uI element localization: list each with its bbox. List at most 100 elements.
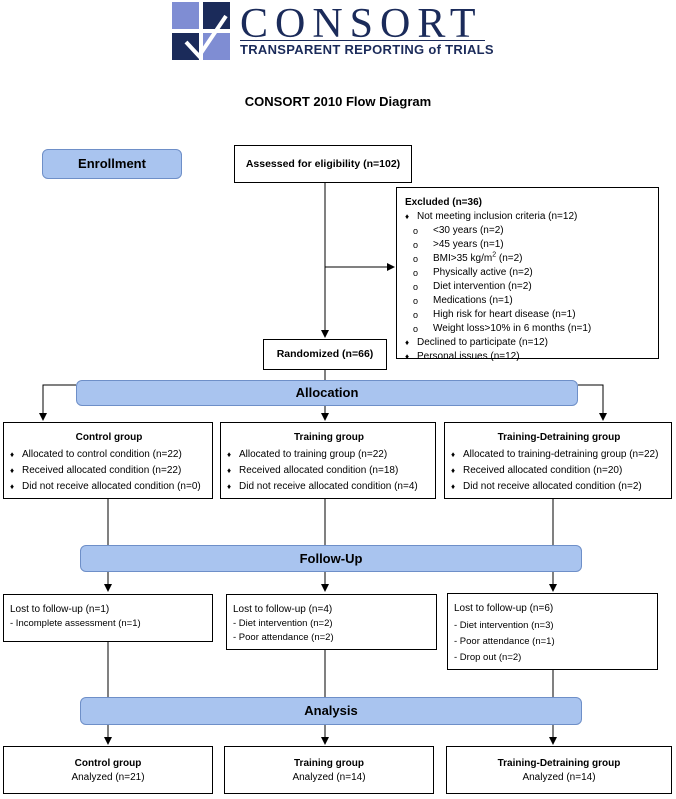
diamond-icon: ♦ [451, 482, 456, 491]
stage-enrollment: Enrollment [42, 149, 182, 179]
excluded-reason-text: Weight loss>10% in 6 months (n=1) [433, 323, 592, 334]
circle-icon: o [413, 268, 419, 278]
followup-item: - Incomplete assessment (n=1) [10, 618, 141, 629]
excluded-reason: o High risk for heart disease (n=1) [405, 308, 650, 322]
allocation-control-box: Control group ♦ Allocated to control cond… [3, 422, 213, 499]
excluded-personal-text: Personal issues (n=12) [417, 351, 520, 362]
stage-enrollment-label: Enrollment [78, 156, 146, 171]
diamond-icon: ♦ [405, 212, 410, 221]
diamond-icon: ♦ [10, 466, 15, 475]
diamond-icon: ♦ [10, 450, 15, 459]
followup-detraining-box: Lost to follow-up (n=6) - Diet intervent… [447, 593, 658, 670]
excluded-reason-text: Diet intervention (n=2) [433, 281, 532, 292]
allocation-item-text: Did not receive allocated condition (n=4… [239, 481, 418, 492]
stage-analysis-label: Analysis [304, 703, 358, 718]
analysis-detraining-box: Training-Detraining group Analyzed (n=14… [446, 746, 672, 794]
analysis-detraining-analyzed: Analyzed (n=14) [522, 772, 596, 783]
followup-control-title: Lost to follow-up (n=1) [10, 604, 110, 615]
followup-item: - Poor attendance (n=1) [454, 636, 555, 647]
circle-icon: o [413, 254, 419, 264]
excluded-criteria-text: Not meeting inclusion criteria (n=12) [417, 211, 578, 222]
analysis-control-box: Control group Analyzed (n=21) [3, 746, 213, 794]
diamond-icon: ♦ [451, 466, 456, 475]
excluded-reason-text: <30 years (n=2) [433, 225, 504, 236]
allocation-training-box: Training group ♦Allocated to training gr… [220, 422, 436, 499]
analysis-training-analyzed: Analyzed (n=14) [292, 772, 366, 783]
assessed-box: Assessed for eligibility (n=102) [234, 145, 412, 183]
excluded-reason-text: High risk for heart disease (n=1) [433, 309, 576, 320]
stage-followup: Follow-Up [80, 545, 582, 572]
assessed-text: Assessed for eligibility (n=102) [245, 158, 401, 170]
allocation-item: ♦ Received allocated condition (n=22) [10, 464, 208, 478]
followup-item: - Drop out (n=2) [454, 652, 522, 663]
allocation-item-text: Allocated to training group (n=22) [239, 449, 388, 460]
excluded-reason: o Physically active (n=2) [405, 266, 650, 280]
excluded-reason: o Medications (n=1) [405, 294, 650, 308]
arrow-to-detraining [578, 384, 607, 421]
arrow-to-control [39, 384, 76, 421]
diamond-icon: ♦ [451, 450, 456, 459]
followup-training-box: Lost to follow-up (n=4) - Diet intervent… [226, 594, 437, 650]
circle-icon: o [413, 324, 419, 334]
circle-icon: o [413, 240, 419, 250]
excluded-box: Excluded (n=36) ♦Not meeting inclusion c… [396, 187, 659, 362]
allocation-control-title: Control group [75, 432, 143, 443]
allocation-item-text: Allocated to training-detraining group (… [463, 449, 659, 460]
stage-followup-label: Follow-Up [299, 551, 363, 566]
circle-icon: o [413, 226, 419, 236]
followup-item: - Diet intervention (n=2) [233, 618, 333, 629]
excluded-reason-text: >45 years (n=1) [433, 239, 504, 250]
randomized-text: Randomized (n=66) [276, 348, 374, 360]
stage-analysis: Analysis [80, 697, 582, 725]
randomized-box: Randomized (n=66) [263, 339, 387, 370]
logo-subtitle: TRANSPARENT REPORTING of TRIALS [240, 42, 494, 57]
allocation-item-text: Did not receive allocated condition (n=0… [22, 481, 201, 492]
allocation-item: ♦ Allocated to training-detraining group … [451, 448, 667, 462]
excluded-personal: ♦ Personal issues (n=12) [405, 350, 650, 364]
followup-item: - Poor attendance (n=2) [233, 632, 334, 643]
stage-allocation-label: Allocation [295, 385, 359, 400]
allocation-item: ♦ Did not receive allocated condition (n=… [451, 480, 667, 494]
allocation-detraining-box: Training-Detraining group ♦ Allocated to … [444, 422, 672, 499]
allocation-detraining-title: Training-Detraining group [497, 432, 621, 443]
circle-icon: o [413, 296, 419, 306]
excluded-reason: o <30 years (n=2) [405, 224, 650, 238]
analysis-detraining-title: Training-Detraining group [497, 758, 621, 769]
excluded-declined-text: Declined to participate (n=12) [417, 337, 548, 348]
followup-detraining-title: Lost to follow-up (n=6) [454, 603, 554, 614]
diamond-icon: ♦ [227, 482, 232, 491]
allocation-item: ♦ Received allocated condition (n=18) [227, 464, 431, 478]
diamond-icon: ♦ [227, 466, 232, 475]
stage-allocation: Allocation [76, 380, 578, 406]
allocation-item-text: Allocated to control condition (n=22) [22, 449, 182, 460]
followup-control-box: Lost to follow-up (n=1) - Incomplete ass… [3, 594, 213, 642]
logo-mark-icon [172, 2, 230, 60]
allocation-item-text: Received allocated condition (n=18) [239, 465, 399, 476]
allocation-item: ♦ Received allocated condition (n=20) [451, 464, 667, 478]
diamond-icon: ♦ [405, 338, 410, 347]
excluded-criteria: ♦ Not meeting inclusion criteria (n=12) [405, 210, 650, 224]
excluded-reason: o Weight loss>10% in 6 months (n=1) [405, 322, 650, 336]
diamond-icon: ♦ [405, 352, 410, 361]
analysis-training-box: Training group Analyzed (n=14) [224, 746, 434, 794]
bmi-superscript: 2 [492, 251, 497, 259]
followup-training-title: Lost to follow-up (n=4) [233, 604, 333, 615]
allocation-item-text: Received allocated condition (n=22) [22, 465, 182, 476]
allocation-item-text: Received allocated condition (n=20) [463, 465, 623, 476]
allocation-item: ♦ Did not receive allocated condition (n=… [10, 480, 208, 494]
excluded-reason-text: Medications (n=1) [433, 295, 513, 306]
allocation-item: ♦ Allocated to training group (n=22) [227, 448, 431, 462]
followup-item: - Diet intervention (n=3) [454, 620, 554, 631]
allocation-item-text: Did not receive allocated condition (n=2… [463, 481, 642, 492]
diamond-icon: ♦ [227, 450, 232, 459]
bmi-suffix: (n=2) [496, 253, 523, 264]
circle-icon: o [413, 310, 419, 320]
excluded-reason-text: Physically active (n=2) [433, 267, 533, 278]
analysis-training-title: Training group [294, 758, 364, 769]
allocation-item: ♦ Allocated to control condition (n=22) [10, 448, 208, 462]
diamond-icon: ♦ [10, 482, 15, 491]
allocation-item: ♦ Did not receive allocated condition (n=… [227, 480, 431, 494]
excluded-reason: o >45 years (n=1) [405, 238, 650, 252]
